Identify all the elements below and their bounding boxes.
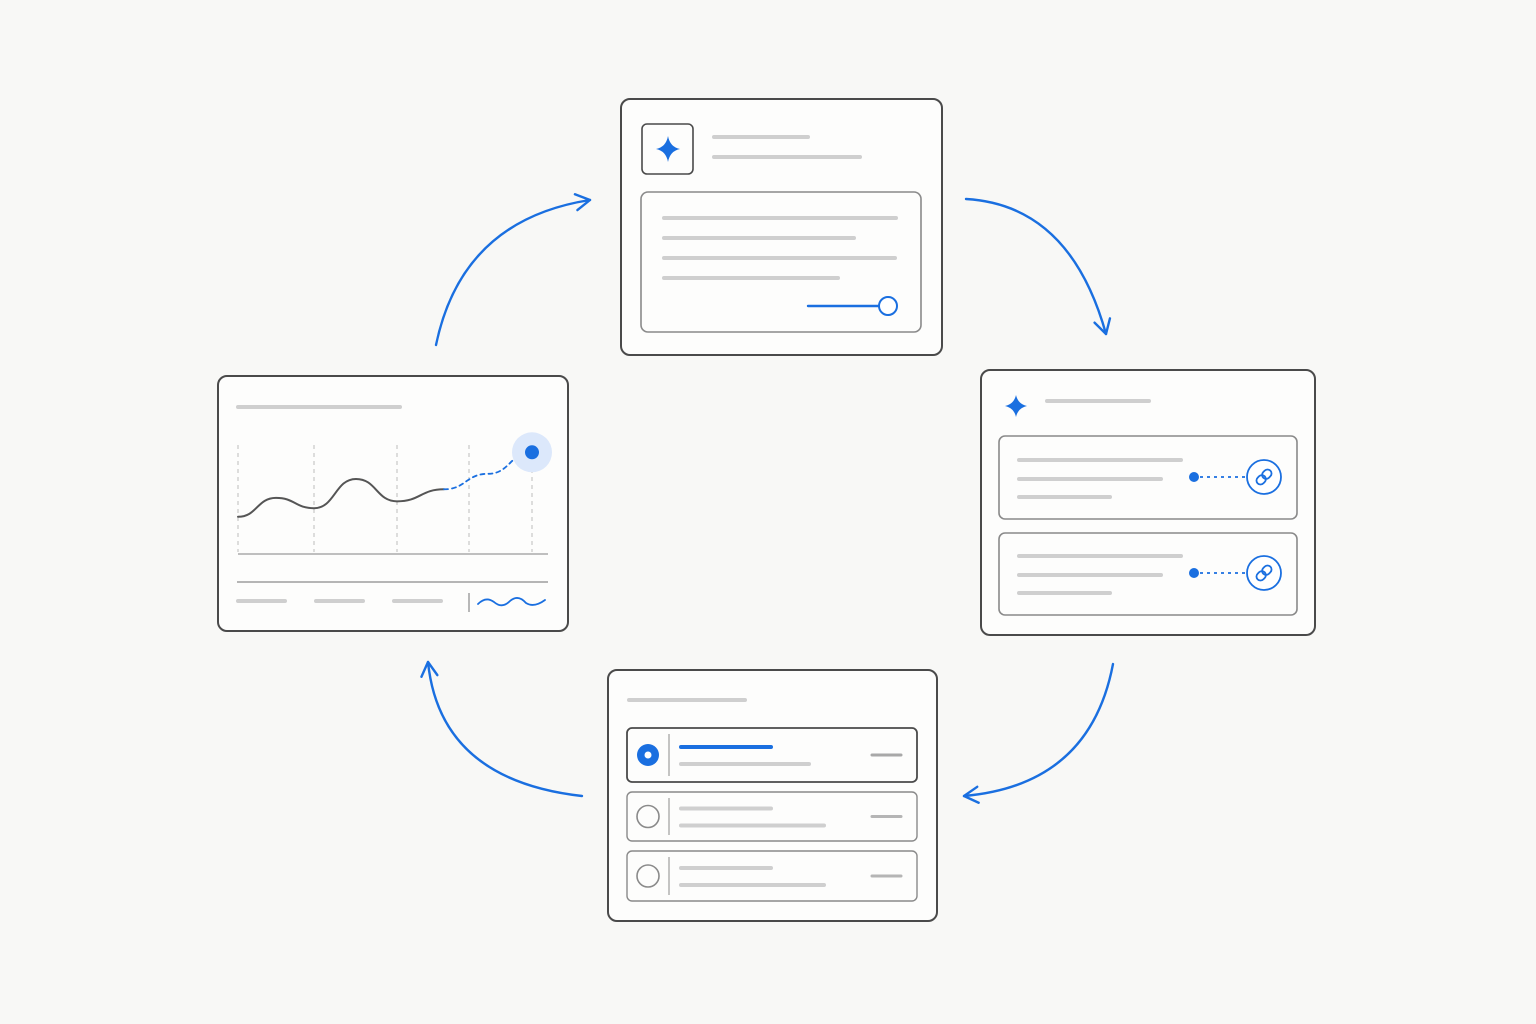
- sparkle-icon: [1005, 395, 1027, 417]
- option-row-frame[interactable]: [626, 727, 918, 783]
- arrow-trend-chart-to-prompt: [434, 193, 592, 347]
- card-linked-results-frame: [980, 369, 1316, 636]
- card-prompt: [620, 98, 943, 356]
- options-list: [626, 727, 918, 902]
- chart-series-solid: [237, 477, 445, 518]
- result-card[interactable]: [998, 435, 1298, 520]
- chart-highlight-point[interactable]: [525, 445, 539, 460]
- prompt-text-area[interactable]: [640, 191, 922, 333]
- card-trend-chart: [217, 375, 569, 632]
- card-prompt-frame: [620, 98, 943, 356]
- radio-dot: [644, 751, 652, 759]
- trend-line-chart: [237, 432, 552, 555]
- sparkle-icon: [656, 136, 680, 162]
- link-icon[interactable]: [1246, 555, 1282, 591]
- option-row[interactable]: [626, 791, 918, 842]
- link-icon[interactable]: [1246, 459, 1282, 495]
- radio-icon[interactable]: [636, 804, 660, 829]
- sparkline: [477, 597, 546, 607]
- connector-dot: [1189, 472, 1199, 482]
- option-row[interactable]: [626, 850, 918, 902]
- cycle-arrows: [420, 193, 1115, 804]
- connector-dot: [1189, 568, 1199, 578]
- card-choice-list-frame: [607, 669, 938, 922]
- radio-icon[interactable]: [636, 864, 660, 888]
- arrow-choice-list-to-trend-chart: [420, 660, 584, 798]
- result-card[interactable]: [998, 532, 1298, 616]
- option-row[interactable]: [626, 727, 918, 783]
- card-trend-chart-frame: [217, 375, 569, 632]
- option-row-frame[interactable]: [626, 850, 918, 902]
- card-linked-results: [980, 369, 1316, 636]
- slider-handle[interactable]: [878, 296, 898, 316]
- option-row-frame[interactable]: [626, 791, 918, 842]
- result-card-frame[interactable]: [998, 532, 1298, 616]
- result-card-frame[interactable]: [998, 435, 1298, 520]
- arrow-linked-results-to-choice-list: [962, 662, 1115, 804]
- card-choice-list: [607, 669, 938, 922]
- sparkle-badge: [641, 123, 694, 175]
- arrow-prompt-to-linked-results: [964, 197, 1112, 336]
